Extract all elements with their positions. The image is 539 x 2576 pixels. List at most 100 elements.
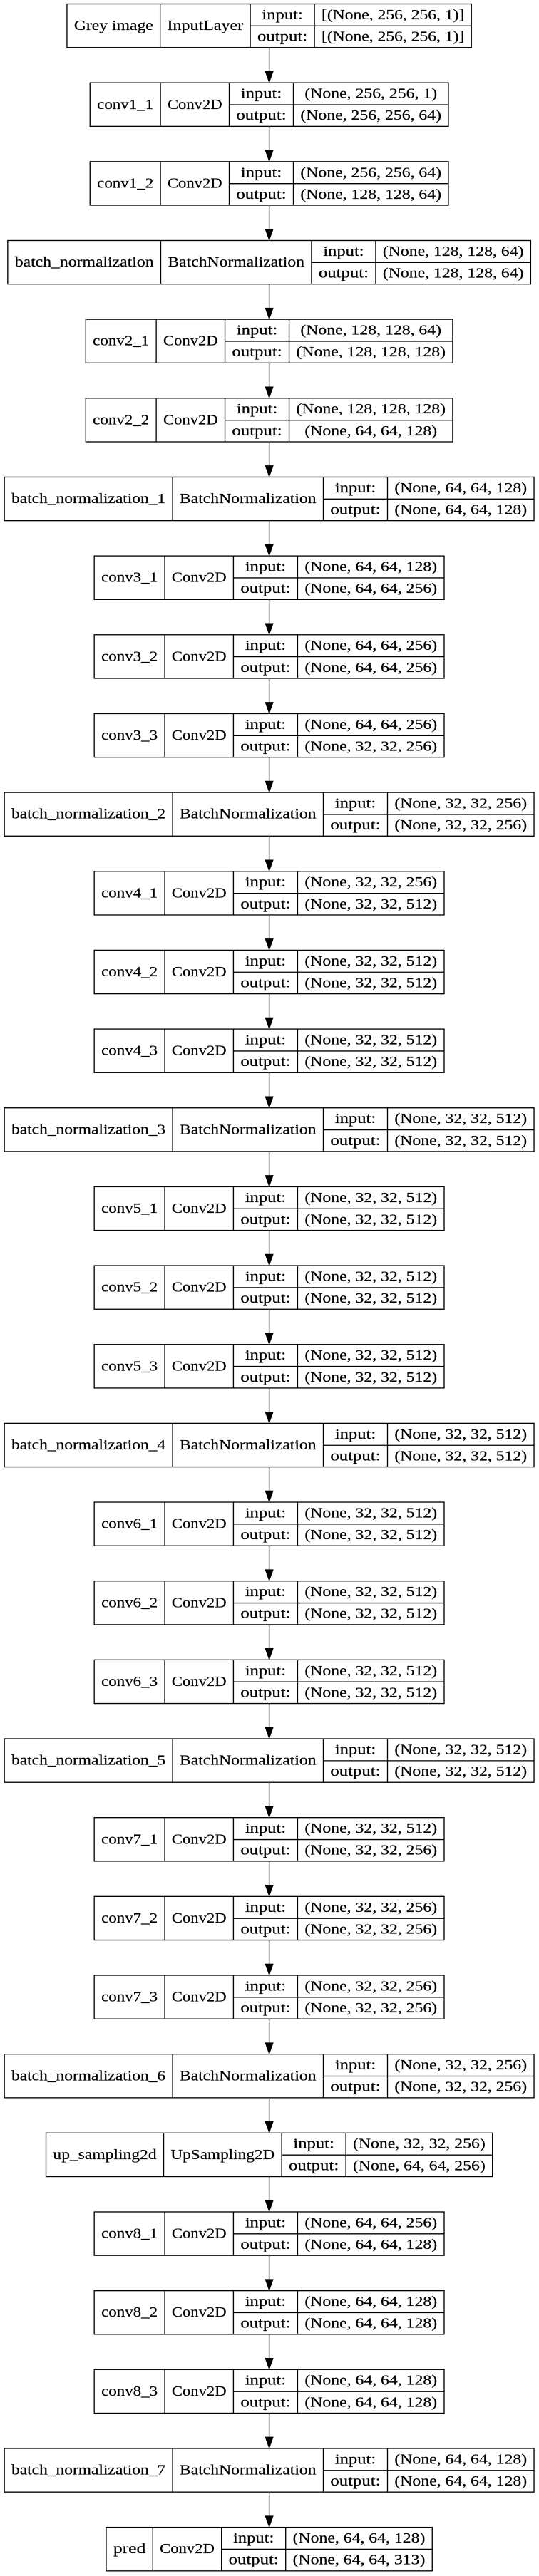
svg-text:output:: output:: [240, 1843, 290, 1858]
svg-text:input:: input:: [293, 2136, 334, 2152]
svg-text:conv6_2: conv6_2: [101, 1595, 158, 1610]
svg-text:output:: output:: [330, 1448, 380, 1464]
svg-text:(None, 64, 64, 128): (None, 64, 64, 128): [304, 423, 437, 439]
svg-text:(None, 32, 32, 256): (None, 32, 32, 256): [353, 2136, 486, 2152]
svg-text:input:: input:: [335, 796, 376, 812]
svg-text:(None, 64, 64, 128): (None, 64, 64, 128): [293, 2530, 426, 2546]
svg-text:Conv2D: Conv2D: [172, 570, 227, 586]
svg-text:(None, 32, 32, 256): (None, 32, 32, 256): [304, 738, 437, 754]
svg-text:output:: output:: [319, 266, 369, 281]
svg-text:conv6_1: conv6_1: [101, 1516, 158, 1532]
svg-text:output:: output:: [240, 2316, 290, 2332]
svg-text:batch_normalization_3: batch_normalization_3: [11, 1122, 165, 1137]
svg-text:input:: input:: [323, 244, 364, 259]
svg-text:BatchNormalization: BatchNormalization: [180, 2068, 317, 2084]
svg-text:conv7_2: conv7_2: [101, 1910, 158, 1926]
svg-text:input:: input:: [335, 1742, 376, 1757]
svg-text:(None, 32, 32, 256): (None, 32, 32, 256): [304, 874, 437, 890]
svg-text:Conv2D: Conv2D: [172, 1358, 227, 1374]
svg-text:input:: input:: [335, 1427, 376, 1442]
svg-text:(None, 128, 128, 64): (None, 128, 128, 64): [300, 323, 441, 338]
svg-text:input:: input:: [241, 165, 282, 180]
svg-text:batch_normalization: batch_normalization: [15, 254, 154, 270]
svg-text:(None, 32, 32, 512): (None, 32, 32, 512): [304, 1370, 437, 1385]
svg-text:input:: input:: [245, 1584, 286, 1600]
svg-text:output:: output:: [240, 1370, 290, 1385]
svg-text:Conv2D: Conv2D: [172, 1831, 227, 1847]
svg-text:Conv2D: Conv2D: [172, 728, 227, 743]
svg-text:conv3_2: conv3_2: [101, 648, 158, 664]
svg-text:Conv2D: Conv2D: [163, 333, 218, 349]
svg-text:output:: output:: [240, 1685, 290, 1700]
svg-text:conv2_2: conv2_2: [93, 412, 149, 428]
svg-text:input:: input:: [245, 1190, 286, 1206]
svg-text:batch_normalization_5: batch_normalization_5: [11, 1753, 165, 1769]
svg-text:Conv2D: Conv2D: [172, 2384, 227, 2399]
svg-text:conv2_1: conv2_1: [93, 333, 149, 349]
svg-text:(None, 64, 64, 128): (None, 64, 64, 128): [304, 2373, 437, 2389]
svg-text:input:: input:: [262, 7, 302, 23]
svg-text:(None, 64, 64, 256): (None, 64, 64, 256): [353, 2158, 486, 2173]
svg-text:Grey image: Grey image: [74, 18, 153, 33]
svg-text:output:: output:: [240, 896, 290, 912]
svg-text:output:: output:: [330, 2079, 380, 2095]
svg-text:Conv2D: Conv2D: [172, 1280, 227, 1295]
svg-text:(None, 32, 32, 256): (None, 32, 32, 256): [304, 1978, 437, 1994]
svg-text:Conv2D: Conv2D: [172, 1516, 227, 1532]
svg-text:input:: input:: [335, 2451, 376, 2467]
svg-text:output:: output:: [229, 2552, 279, 2568]
svg-text:(None, 32, 32, 512): (None, 32, 32, 512): [304, 953, 437, 969]
svg-text:input:: input:: [335, 1111, 376, 1127]
svg-text:(None, 32, 32, 256): (None, 32, 32, 256): [394, 796, 527, 812]
svg-text:Conv2D: Conv2D: [172, 1043, 227, 1059]
svg-text:input:: input:: [245, 559, 286, 575]
svg-text:(None, 64, 64, 256): (None, 64, 64, 256): [304, 717, 437, 733]
svg-text:output:: output:: [236, 108, 286, 123]
svg-text:output:: output:: [240, 1527, 290, 1543]
svg-text:Conv2D: Conv2D: [172, 2226, 227, 2242]
svg-text:output:: output:: [289, 2158, 339, 2173]
svg-text:(None, 128, 128, 128): (None, 128, 128, 128): [296, 344, 446, 360]
svg-text:Conv2D: Conv2D: [172, 648, 227, 664]
svg-text:Conv2D: Conv2D: [163, 412, 218, 428]
svg-text:(None, 64, 64, 128): (None, 64, 64, 128): [304, 2394, 437, 2410]
svg-text:(None, 32, 32, 512): (None, 32, 32, 512): [304, 1268, 437, 1284]
svg-text:(None, 64, 64, 256): (None, 64, 64, 256): [304, 2215, 437, 2230]
svg-text:output:: output:: [240, 738, 290, 754]
svg-text:output:: output:: [240, 975, 290, 990]
svg-text:Conv2D: Conv2D: [172, 1910, 227, 1926]
svg-text:(None, 32, 32, 512): (None, 32, 32, 512): [304, 975, 437, 990]
svg-text:(None, 32, 32, 512): (None, 32, 32, 512): [304, 1527, 437, 1543]
svg-text:conv3_3: conv3_3: [101, 728, 158, 743]
svg-text:output:: output:: [240, 1054, 290, 1070]
svg-text:(None, 32, 32, 512): (None, 32, 32, 512): [394, 1742, 527, 1757]
svg-text:input:: input:: [245, 1033, 286, 1048]
svg-text:input:: input:: [245, 638, 286, 653]
svg-text:(None, 64, 64, 313): (None, 64, 64, 313): [293, 2552, 426, 2568]
svg-text:conv7_3: conv7_3: [101, 1990, 158, 2005]
svg-text:output:: output:: [240, 1606, 290, 1622]
svg-text:up_sampling2d: up_sampling2d: [53, 2147, 156, 2163]
svg-text:batch_normalization_4: batch_normalization_4: [11, 1437, 165, 1453]
svg-text:conv1_2: conv1_2: [97, 175, 153, 191]
svg-text:Conv2D: Conv2D: [168, 175, 222, 191]
svg-text:Conv2D: Conv2D: [172, 885, 227, 901]
svg-text:batch_normalization_6: batch_normalization_6: [11, 2068, 165, 2084]
svg-text:output:: output:: [330, 2473, 380, 2489]
svg-text:BatchNormalization: BatchNormalization: [180, 1753, 317, 1769]
svg-text:input:: input:: [245, 2373, 286, 2389]
svg-text:BatchNormalization: BatchNormalization: [180, 1122, 317, 1137]
svg-text:(None, 256, 256, 1): (None, 256, 256, 1): [304, 86, 437, 102]
svg-text:InputLayer: InputLayer: [168, 18, 244, 33]
svg-text:[(None, 256, 256, 1)]: [(None, 256, 256, 1)]: [322, 7, 464, 23]
svg-text:BatchNormalization: BatchNormalization: [180, 807, 317, 822]
svg-text:conv3_1: conv3_1: [101, 570, 158, 586]
svg-text:output:: output:: [240, 2237, 290, 2252]
svg-text:input:: input:: [233, 2530, 274, 2546]
svg-text:conv5_3: conv5_3: [101, 1358, 158, 1374]
svg-text:BatchNormalization: BatchNormalization: [168, 254, 304, 270]
svg-text:(None, 256, 256, 64): (None, 256, 256, 64): [300, 165, 441, 180]
svg-text:Conv2D: Conv2D: [172, 1674, 227, 1690]
svg-text:output:: output:: [236, 187, 286, 202]
svg-text:(None, 32, 32, 512): (None, 32, 32, 512): [304, 1033, 437, 1048]
